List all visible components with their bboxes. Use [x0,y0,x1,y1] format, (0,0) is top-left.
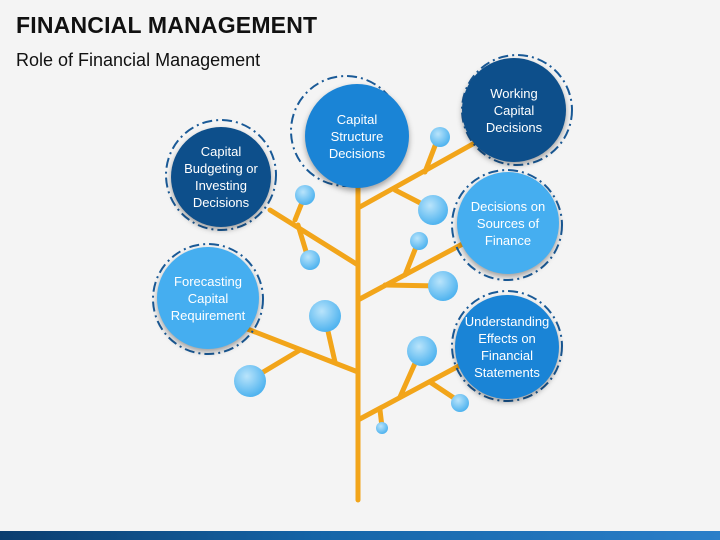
node-financial-statements: Understanding Effects on Financial State… [455,295,559,399]
node-capital-structure-label: Capital Structure Decisions [328,111,386,161]
node-working-capital: Working Capital Decisions [462,58,566,162]
page-title: FINANCIAL MANAGEMENT [16,12,318,38]
page-subtitle: Role of Financial Management [16,50,261,70]
node-forecasting-label: Forecasting Capital Requirement [170,273,246,323]
node-sources-of-finance-label: Decisions on Sources of Finance [470,198,546,248]
node-financial-statements-label: Understanding Effects on Financial State… [464,314,550,380]
node-sources-of-finance: Decisions on Sources of Finance [457,172,559,274]
tree-branches [242,135,483,503]
node-capital-budgeting: Capital Budgeting or Investing Decisions [171,127,271,227]
tree-leaves [234,127,469,434]
footer-bar [0,531,720,540]
node-working-capital-label: Working Capital Decisions [485,85,543,135]
node-capital-structure: Capital Structure Decisions [305,84,409,188]
node-capital-budgeting-label: Capital Budgeting or Investing Decisions [184,144,258,210]
node-forecasting: Forecasting Capital Requirement [157,247,259,349]
